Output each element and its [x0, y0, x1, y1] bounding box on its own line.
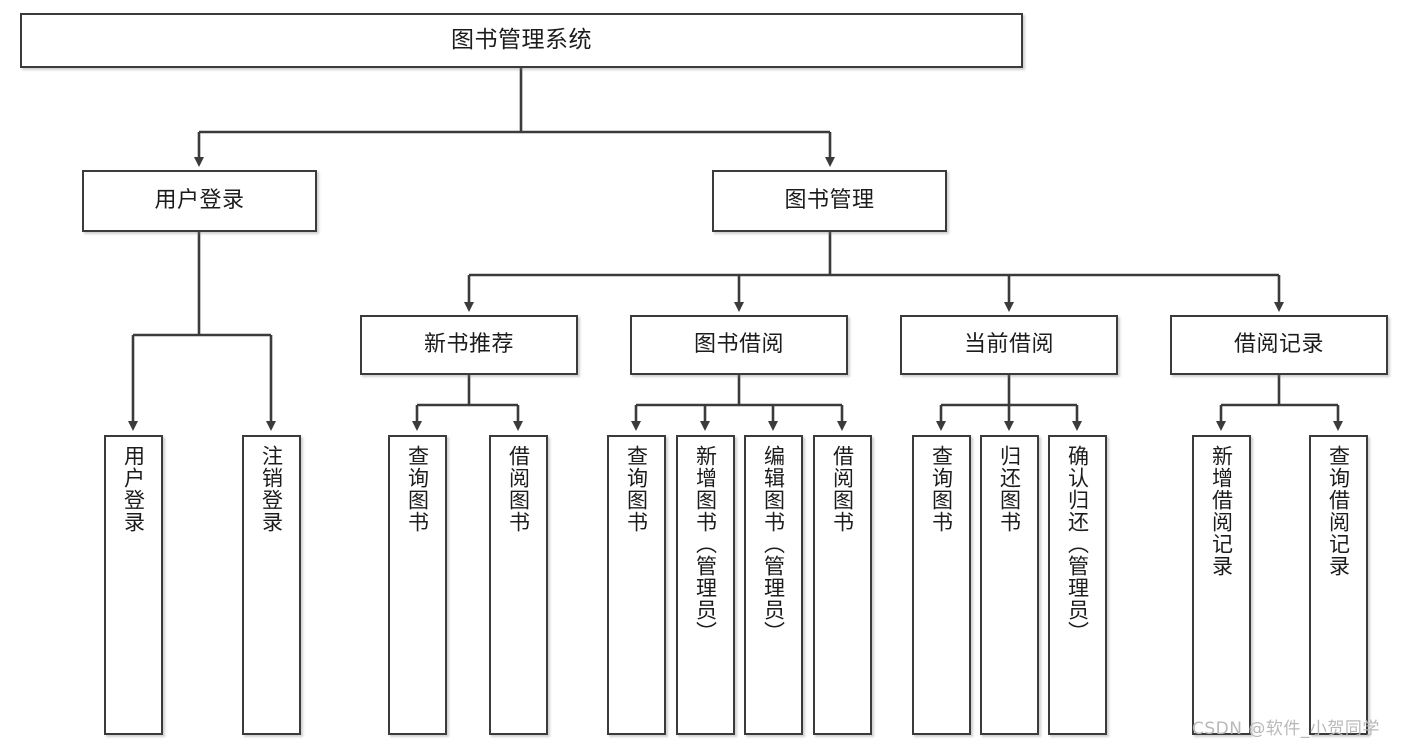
node-label: 查询借阅记录: [1326, 445, 1351, 577]
node-label: 查询图书: [929, 445, 954, 533]
node-book-management-system[interactable]: 图书管理系统: [20, 13, 1023, 68]
node-label: 用户登录: [154, 188, 245, 214]
node-label: 注销登录: [259, 445, 284, 533]
node-label: 图书管理: [784, 188, 875, 214]
node-label: 用户登录: [121, 445, 146, 533]
node-label: 查询图书: [624, 445, 649, 533]
node-user-login[interactable]: 用户登录: [82, 170, 317, 232]
node-new-book-recommend[interactable]: 新书推荐: [360, 315, 578, 375]
node-label: 新增图书（管理员）: [693, 445, 718, 643]
node-label: 借阅图书: [506, 445, 531, 533]
leaf-user-logout[interactable]: 注销登录: [242, 435, 301, 735]
node-label: 确认归还（管理员）: [1065, 445, 1090, 643]
leaf-borrow-book[interactable]: 借阅图书: [813, 435, 872, 735]
node-label: 图书借阅: [693, 332, 784, 358]
leaf-query-book-recommend[interactable]: 查询图书: [388, 435, 447, 735]
node-book-management[interactable]: 图书管理: [712, 170, 947, 232]
node-label: 图书管理系统: [451, 26, 592, 53]
node-label: 归还图书: [997, 445, 1022, 533]
node-label: 当前借阅: [963, 332, 1054, 358]
node-label: 借阅图书: [830, 445, 855, 533]
leaf-borrow-book-recommend[interactable]: 借阅图书: [489, 435, 548, 735]
node-label: 借阅记录: [1233, 332, 1324, 358]
leaf-user-login[interactable]: 用户登录: [104, 435, 163, 735]
node-label: 查询图书: [405, 445, 430, 533]
leaf-edit-book-admin[interactable]: 编辑图书（管理员）: [744, 435, 803, 735]
node-label: 编辑图书（管理员）: [761, 445, 786, 643]
node-current-borrow[interactable]: 当前借阅: [900, 315, 1118, 375]
node-label: 新增借阅记录: [1209, 445, 1234, 577]
leaf-return-book[interactable]: 归还图书: [980, 435, 1039, 735]
leaf-add-borrow-record[interactable]: 新增借阅记录: [1192, 435, 1251, 735]
node-borrow-record[interactable]: 借阅记录: [1170, 315, 1388, 375]
leaf-add-book-admin[interactable]: 新增图书（管理员）: [676, 435, 735, 735]
leaf-confirm-return-admin[interactable]: 确认归还（管理员）: [1048, 435, 1107, 735]
csdn-watermark: CSDN @软件_小贺同学: [1192, 719, 1380, 739]
leaf-query-borrow-record[interactable]: 查询借阅记录: [1309, 435, 1368, 735]
node-book-borrow[interactable]: 图书借阅: [630, 315, 848, 375]
leaf-query-book-borrow[interactable]: 查询图书: [607, 435, 666, 735]
leaf-query-book-current[interactable]: 查询图书: [912, 435, 971, 735]
node-label: 新书推荐: [423, 332, 514, 358]
